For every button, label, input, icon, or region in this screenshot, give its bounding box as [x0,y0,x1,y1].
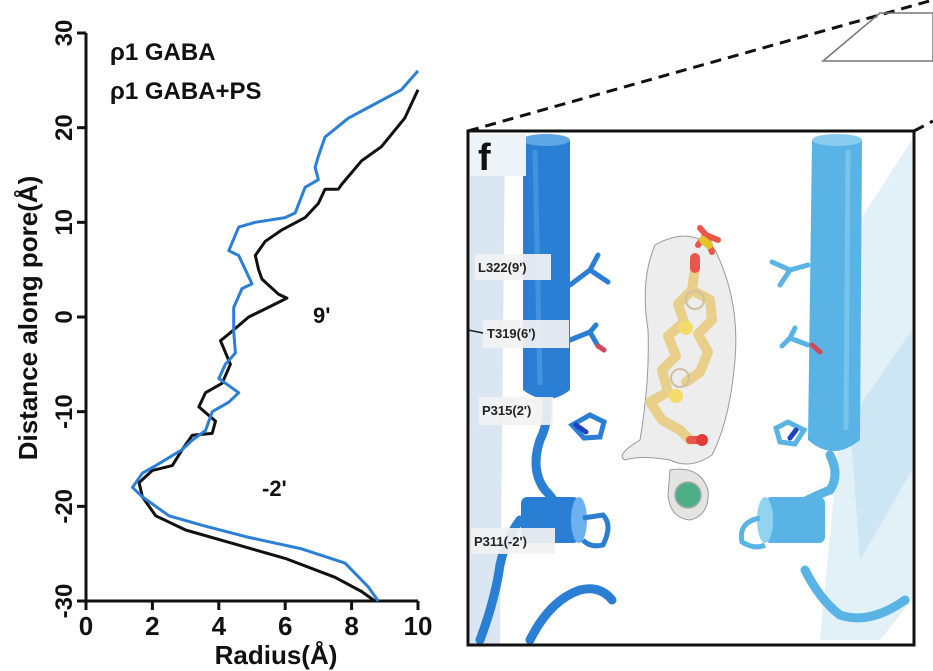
y-tick-label: 20 [51,114,78,141]
x-tick-label: 2 [145,611,159,641]
y-axis-label: Distance along pore(Å) [13,176,43,461]
x-tick-label: 10 [404,611,433,641]
zoom-line-left [467,0,933,133]
zoom-line-right [913,119,933,133]
annotation-9prime: 9' [313,303,330,328]
residue-label-p315: P315(2') [479,397,553,425]
x-tick-label: 4 [212,611,227,641]
y-tick-label: 0 [51,310,78,323]
ligand-pregnenolone-sulfate [645,225,721,446]
x-tick-label: 8 [344,611,358,641]
legend-entry-gaba: ρ1 GABA [110,39,216,66]
inset-outline-fragment [820,12,933,62]
pore-radius-chart: -30 -20 -10 0 10 20 30 0 2 4 6 8 10 Distance along … [13,20,432,670]
residue-label-t319: T319(6') [467,320,569,348]
water-or-ion-sphere [674,481,702,509]
series-line-gaba [137,89,420,603]
panel-letter-bg [470,134,526,176]
sidechains-left [567,252,611,441]
y-tick-label: -20 [51,489,78,524]
x-axis-label: Radius(Å) [215,640,338,670]
x-tick-label: 0 [79,611,93,641]
svg-text:P311(-2'): P311(-2') [474,534,527,549]
background-sheet-right-2 [850,330,912,560]
helix-right-short [738,497,825,550]
annotation-minus2prime: -2' [262,476,287,501]
panel-letter: f [478,137,491,179]
legend-entry-gaba-ps: ρ1 GABA+PS [110,78,262,105]
residue-label-l322: L322(9') [475,254,551,280]
residue-label-p311: P311(-2') [471,528,555,554]
x-tick-group: 0 2 4 6 8 10 [79,601,433,641]
y-tick-label: 10 [51,209,78,236]
svg-text:P315(2'): P315(2') [482,403,531,418]
svg-text:T319(6'): T319(6') [487,326,536,341]
y-tick-label: -30 [51,584,78,619]
y-tick-label: -10 [51,394,78,429]
y-tick-label: 30 [51,20,78,47]
x-tick-label: 6 [278,611,292,641]
svg-text:L322(9'): L322(9') [478,260,527,275]
y-tick-group: -30 -20 -10 0 10 20 30 [51,20,86,619]
helix-right [785,134,910,623]
panel-border [466,129,916,647]
structure-panel: f L322(9') T319(6') P315(2') P311(-2') [466,129,916,647]
background-sheet-right [820,140,912,640]
series-lines [131,69,420,603]
series-line-gaba-ps [131,69,420,602]
zoom-connector [467,0,933,133]
sidechains-right [769,259,823,447]
